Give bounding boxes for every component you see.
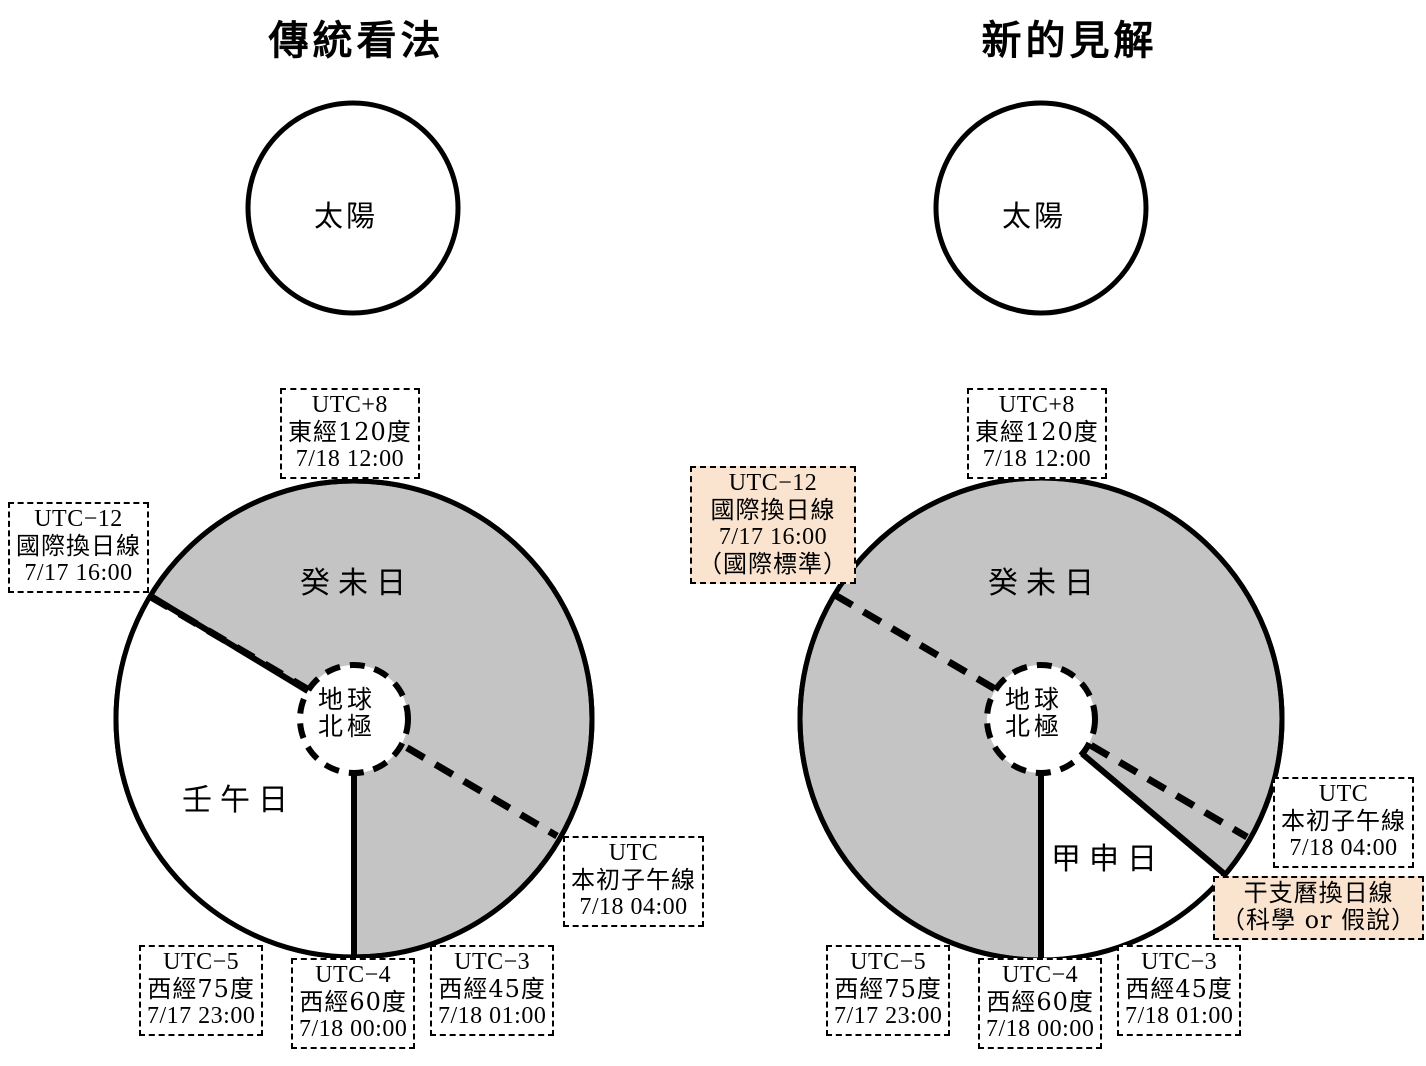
tag-line: UTC−12	[728, 470, 818, 496]
tag-utc-minus-5-traditional: UTC−5 西經75度 7/17 23:00	[139, 945, 264, 1036]
north-pole-label-traditional: 地球 北極	[318, 686, 376, 740]
tag-line: 7/18 12:00	[982, 445, 1092, 472]
tag-utc-minus-12-new-view: UTC−12 國際換日線 7/17 16:00 （國際標準）	[690, 466, 856, 584]
tag-utc-minus-3-traditional: UTC−3 西經45度 7/18 01:00	[430, 945, 555, 1036]
shaded-day-label-new-view: 癸未日	[988, 566, 1102, 601]
tag-line: 西經60度	[986, 987, 1094, 1016]
tag-line: UTC−3	[1141, 949, 1218, 975]
tag-line: 7/18 12:00	[295, 445, 405, 472]
white-day-label-traditional: 壬午日	[182, 783, 296, 818]
tag-line: 干支曆換日線	[1243, 879, 1394, 907]
tag-line: 東經120度	[975, 417, 1099, 446]
tag-line: 本初子午線	[1281, 806, 1406, 835]
tag-utc-plus-8-traditional: UTC+8 東經120度 7/18 12:00	[280, 388, 420, 479]
tag-line: UTC−5	[163, 949, 240, 975]
tag-line: UTC−12	[34, 506, 123, 532]
tag-line: UTC−3	[454, 949, 531, 975]
tag-line: 7/17 23:00	[147, 1002, 256, 1029]
tag-utc-minus-5-new-view: UTC−5 西經75度 7/17 23:00	[826, 945, 951, 1036]
tag-line: 本初子午線	[571, 865, 696, 894]
tag-line: 7/18 01:00	[1125, 1002, 1234, 1029]
panel-new-view: 新的見解 太陽 癸未日 甲申日 地球 北極 UTC+8 東經120度 7/18 …	[690, 0, 1426, 1066]
sun-circle	[933, 100, 1149, 316]
tag-line: UTC	[608, 840, 659, 866]
tag-line: UTC−4	[315, 962, 392, 988]
north-pole-circle	[984, 662, 1098, 776]
north-pole-label-line2: 北極	[318, 712, 377, 741]
tag-line: 西經75度	[834, 974, 942, 1003]
tag-line: UTC+8	[311, 392, 388, 418]
tag-ganzhi-line-new-view: 干支曆換日線 （科學 or 假說）	[1213, 876, 1425, 940]
tag-line: 西經45度	[438, 974, 546, 1003]
tag-line: UTC	[1318, 781, 1369, 807]
tag-utc-prime-traditional: UTC 本初子午線 7/18 04:00	[563, 836, 704, 927]
tag-line: UTC−5	[850, 949, 927, 975]
north-pole-label-line1: 地球	[318, 685, 377, 714]
tag-utc-minus-4-traditional: UTC−4 西經60度 7/18 00:00	[291, 958, 416, 1049]
tag-utc-minus-4-new-view: UTC−4 西經60度 7/18 00:00	[978, 958, 1103, 1049]
sun-label-traditional: 太陽	[314, 199, 379, 233]
sun-circle	[245, 100, 461, 316]
tag-line: 7/18 00:00	[986, 1015, 1095, 1042]
tag-line: 7/17 16:00	[718, 523, 828, 550]
tag-line: 7/18 00:00	[299, 1015, 408, 1042]
tag-line: 7/18 04:00	[579, 893, 688, 920]
panel-traditional: 傳統看法 太陽 癸未日 壬午日 地球 北極 UTC+8 東經120度 7/18 …	[8, 17, 704, 1049]
tag-line: 國際換日線	[16, 531, 141, 560]
panel-title-new-view: 新的見解	[981, 17, 1158, 64]
tag-line: 西經45度	[1125, 974, 1233, 1003]
north-pole-circle	[297, 662, 411, 776]
tag-line: 東經120度	[288, 417, 412, 446]
tag-line: 7/17 16:00	[24, 559, 133, 586]
shaded-day-label-traditional: 癸未日	[300, 566, 414, 601]
white-day-label-new-view: 甲申日	[1051, 842, 1165, 877]
sun-label-new-view: 太陽	[1002, 199, 1067, 233]
tag-line: （國際標準）	[698, 549, 848, 578]
tag-line: 西經75度	[147, 974, 255, 1003]
north-pole-label-line1: 地球	[1005, 685, 1064, 714]
tag-utc-minus-3-new-view: UTC−3 西經45度 7/18 01:00	[1117, 945, 1242, 1036]
tag-line: UTC+8	[998, 392, 1075, 418]
north-pole-label-line2: 北極	[1005, 712, 1064, 741]
diagram-traditional	[113, 100, 595, 960]
north-pole-label-new-view: 地球 北極	[1005, 686, 1063, 740]
tag-line: UTC−4	[1002, 962, 1079, 988]
tag-line: （科學 or 假說）	[1221, 905, 1417, 934]
tag-utc-minus-12-traditional: UTC−12 國際換日線 7/17 16:00	[8, 502, 149, 593]
tag-utc-prime-new-view: UTC 本初子午線 7/18 04:00	[1273, 777, 1414, 868]
tag-line: 7/18 04:00	[1289, 834, 1398, 861]
panel-title-traditional: 傳統看法	[268, 17, 445, 64]
tag-line: 西經60度	[299, 987, 407, 1016]
tag-line: 國際換日線	[710, 495, 836, 524]
tag-utc-plus-8-new-view: UTC+8 東經120度 7/18 12:00	[967, 388, 1107, 479]
diagram-new-view	[797, 100, 1285, 963]
white-day-wedge	[1041, 719, 1226, 961]
tag-line: 7/18 01:00	[438, 1002, 547, 1029]
tag-line: 7/17 23:00	[834, 1002, 943, 1029]
